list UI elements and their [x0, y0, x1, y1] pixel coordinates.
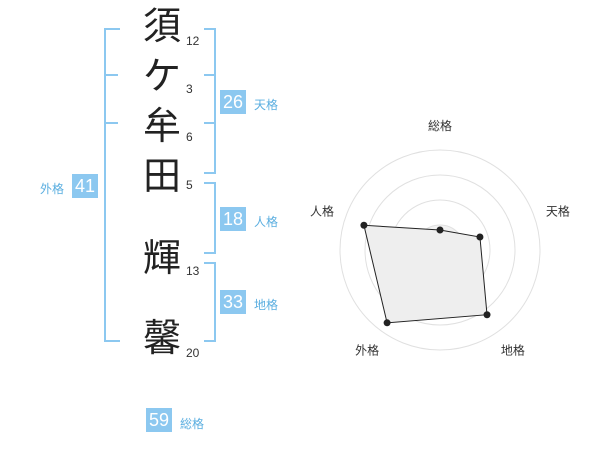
- chikaku-label: 地格: [254, 298, 279, 312]
- radar-axis-label-5: 人格: [310, 204, 334, 219]
- bracket-tick: [104, 74, 118, 76]
- stroke-count-5: 13: [186, 264, 200, 278]
- radar-point-1: [436, 226, 444, 234]
- name-char-1: 須: [142, 4, 181, 48]
- radar-axis-label-3: 地格: [501, 342, 525, 357]
- gaikaku-bracket: [104, 28, 120, 342]
- jinkaku-label: 人格: [254, 215, 279, 229]
- tenkaku-value: 26: [220, 90, 247, 114]
- soukaku-value: 59: [146, 408, 173, 432]
- radar-area: [363, 224, 488, 324]
- stroke-count-6: 20: [186, 346, 200, 360]
- bracket-tick: [104, 122, 118, 124]
- jinkaku-bracket: [204, 182, 216, 254]
- bracket-tick: [204, 122, 216, 124]
- radar-points: [360, 221, 491, 327]
- name-char-3: 牟: [142, 104, 181, 148]
- gaikaku-label: 外格: [40, 182, 65, 196]
- chikaku-value: 33: [220, 290, 247, 314]
- radar-point-4: [383, 319, 391, 327]
- name-char-2: ケ: [142, 54, 181, 98]
- jinkaku-value: 18: [220, 207, 247, 231]
- radar-axis-label-4: 外格: [355, 342, 379, 357]
- stroke-count-1: 12: [186, 34, 200, 48]
- tenkaku-bracket: [204, 28, 216, 174]
- radar-point-2: [476, 233, 484, 241]
- radar-axis-label-2: 天格: [546, 204, 570, 219]
- radar-axis-label-1: 総格: [428, 118, 452, 133]
- stroke-count-3: 6: [186, 130, 193, 144]
- chikaku-bracket: [204, 262, 216, 342]
- name-char-4: 田: [142, 154, 181, 198]
- gaikaku-value: 41: [72, 174, 99, 198]
- stroke-count-4: 5: [186, 178, 193, 192]
- bracket-tick: [204, 74, 216, 76]
- radar-point-3: [483, 311, 491, 319]
- soukaku-label: 総格: [180, 417, 205, 431]
- name-char-6: 馨: [142, 316, 181, 360]
- tenkaku-label: 天格: [254, 98, 279, 112]
- radar-point-5: [360, 221, 368, 229]
- name-char-5: 輝: [142, 236, 181, 280]
- stroke-count-2: 3: [186, 82, 193, 96]
